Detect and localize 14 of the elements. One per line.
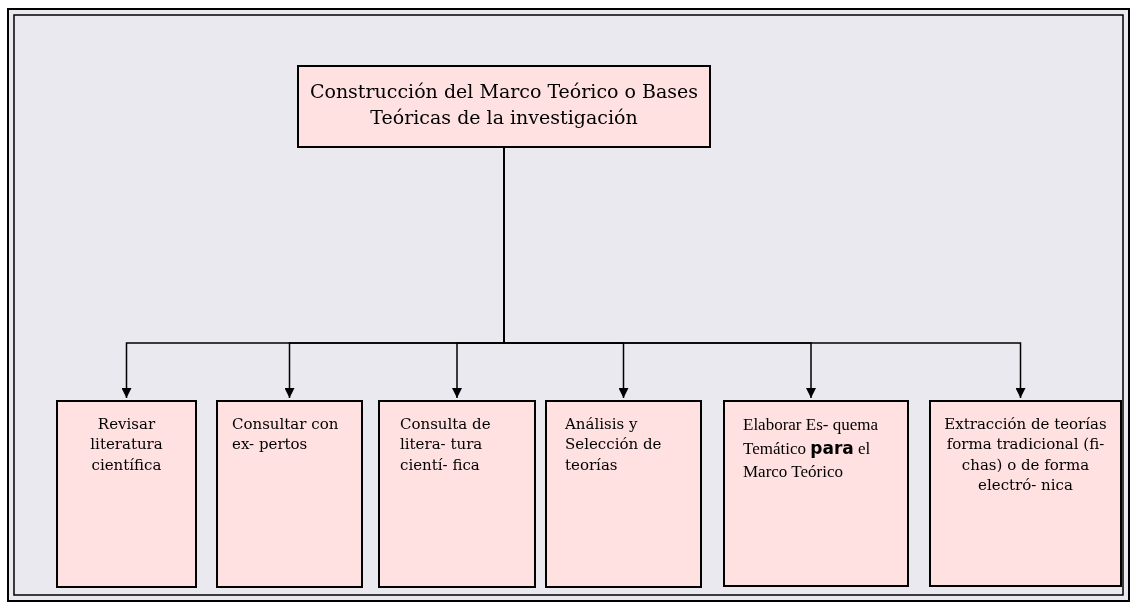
box-text: Revisar literatura científica	[89, 414, 164, 475]
box-text: Consultar con ex- pertos	[232, 414, 340, 455]
process-box	[723, 400, 909, 587]
process-box	[378, 400, 536, 588]
process-box	[929, 400, 1122, 587]
box-text: Elaborar Es- quema Temático para el Marco Teórico	[743, 414, 879, 483]
process-box	[216, 400, 363, 588]
process-box	[545, 400, 702, 588]
title-box	[297, 65, 711, 148]
box-text: Análisis y Selección de teorías	[565, 414, 663, 475]
process-box	[56, 400, 197, 588]
box-text: Extracción de teorías forma tradicional (fi- chas) o de forma electró- nica	[943, 414, 1108, 495]
box-text: Construcción del Marco Teórico o Bases Teóricas de la investigación	[308, 79, 700, 130]
box-text: Consulta de litera- tura cientí- fica	[400, 414, 492, 475]
